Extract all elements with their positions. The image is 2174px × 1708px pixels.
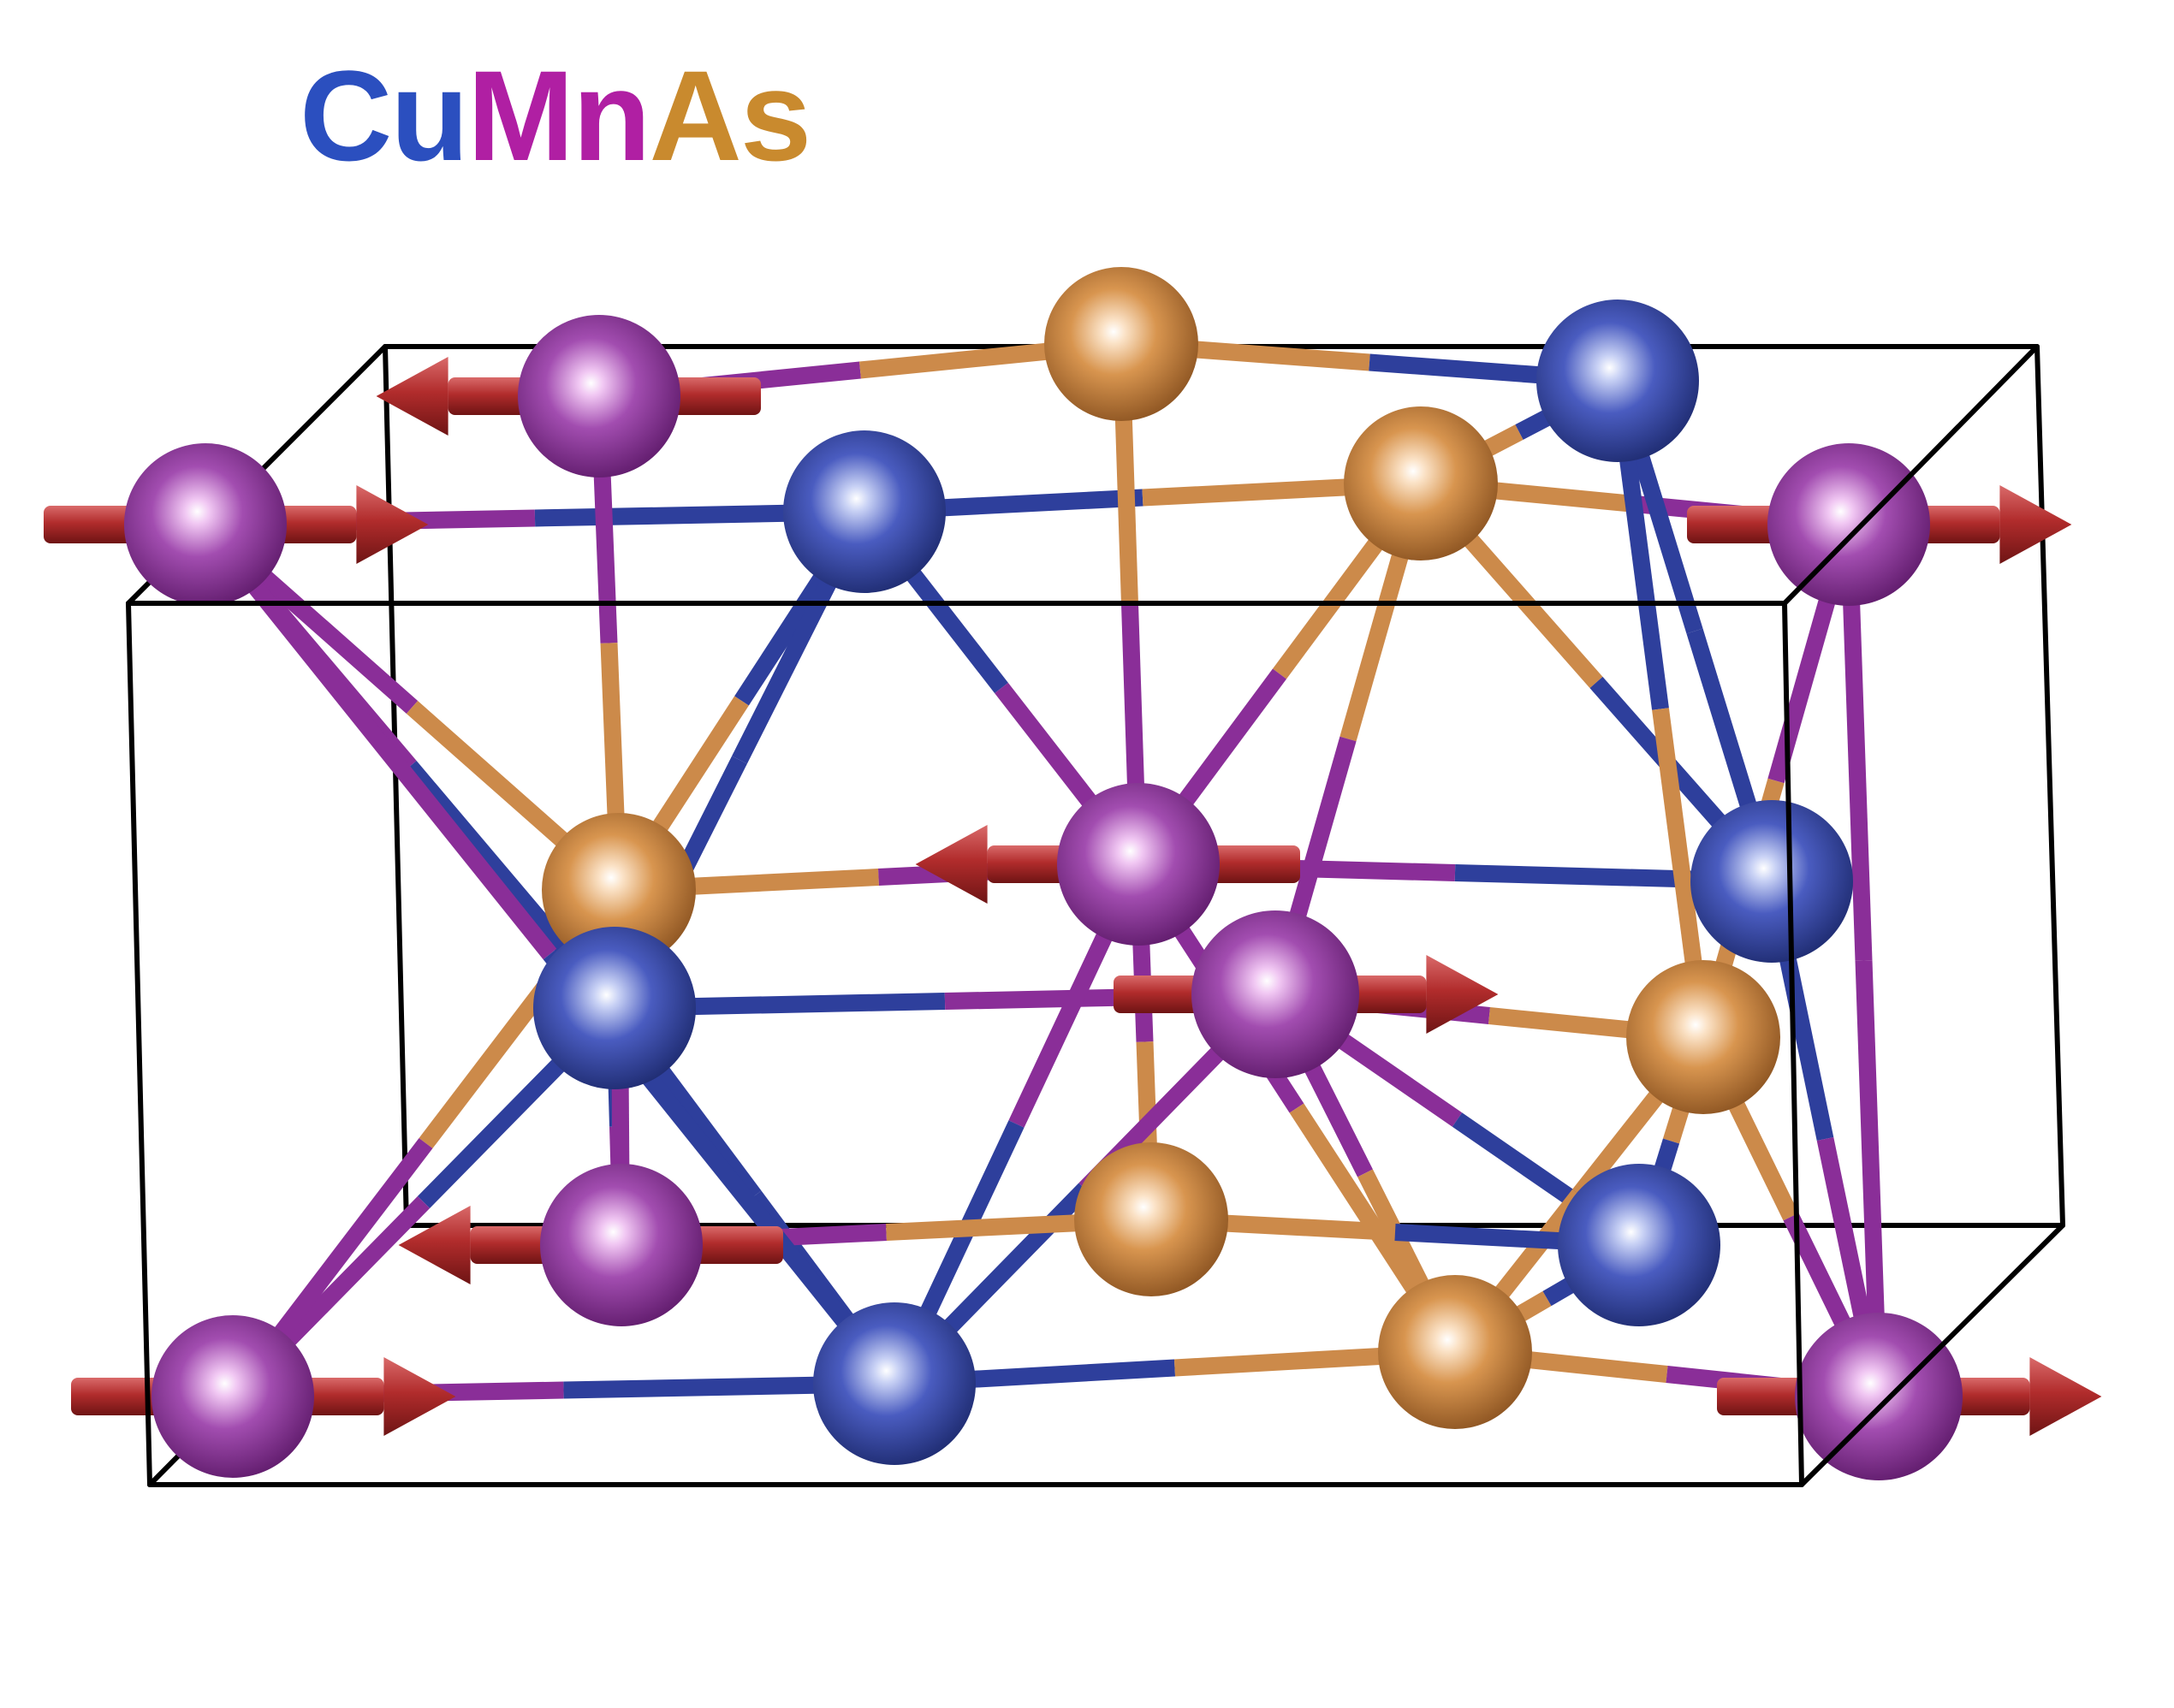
atom-cu: [813, 1302, 976, 1465]
cell-edge-back: [383, 344, 409, 1228]
atom-mn: [1767, 443, 1930, 606]
atom-mn: [1057, 783, 1220, 946]
spin-arrow-head: [383, 1357, 456, 1436]
atom-mn: [124, 443, 287, 606]
atoms: [44, 267, 2102, 1480]
atom-cu: [1536, 299, 1699, 462]
atom-as: [1378, 1275, 1532, 1429]
spin-arrow-head: [1999, 485, 2072, 564]
formula-cu: Cu: [300, 44, 469, 187]
atom-as: [1344, 406, 1498, 560]
atom-as: [542, 813, 696, 967]
spin-arrow-head: [915, 825, 988, 904]
atom-mn: [518, 315, 680, 477]
cell-edge-front: [1782, 344, 2040, 606]
atom-cu: [1690, 800, 1853, 963]
formula-mn: Mn: [466, 44, 651, 187]
spin-arrow-head: [398, 1206, 471, 1284]
spin-arrow-head: [376, 357, 448, 436]
spin-arrow-head: [356, 485, 429, 564]
atom-mn: [151, 1315, 314, 1478]
chemical-formula-title: CuMnAs: [300, 44, 812, 187]
atom-as: [1626, 960, 1780, 1114]
atom-cu: [783, 430, 946, 593]
spin-arrow-head: [2029, 1357, 2102, 1436]
cell-edge-front: [1782, 601, 1804, 1487]
atom-mn: [1191, 910, 1359, 1078]
bond-half: [199, 519, 557, 960]
atom-cu: [1558, 1164, 1720, 1326]
atom-mn: [540, 1164, 703, 1326]
formula-as: As: [649, 44, 812, 187]
atom-mn: [1795, 1313, 1963, 1480]
atom-as: [1044, 267, 1198, 421]
spin-arrow-head: [1426, 955, 1499, 1034]
cell-edge-front: [126, 601, 152, 1487]
atom-cu: [533, 927, 696, 1089]
unit-cell-front-edges: [126, 344, 2065, 1487]
cell-edge-back: [2034, 344, 2065, 1228]
cell-edge-front: [1799, 1223, 2065, 1487]
atom-as: [1074, 1142, 1228, 1296]
